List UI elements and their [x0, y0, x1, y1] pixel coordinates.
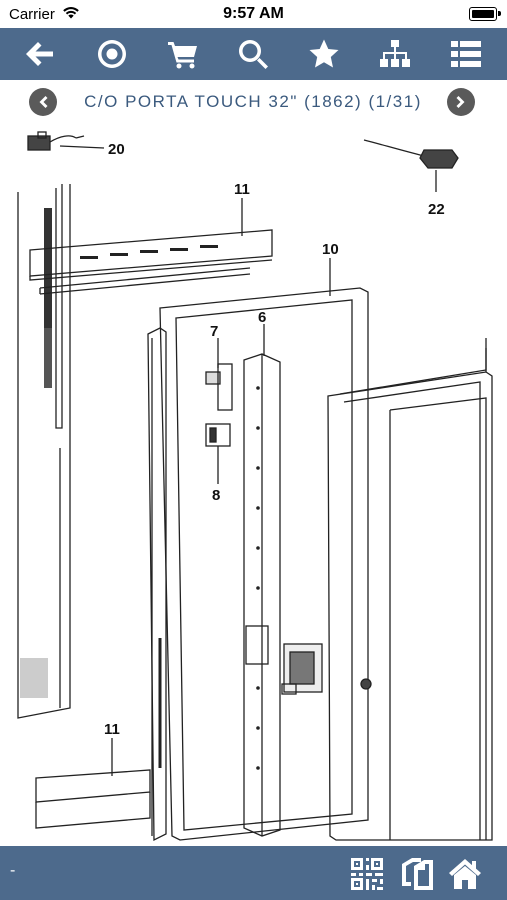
- favorites-button[interactable]: [304, 34, 344, 74]
- callout-6: 6: [258, 309, 266, 326]
- target-button[interactable]: [92, 34, 132, 74]
- chevron-right-icon: [456, 96, 465, 108]
- home-button[interactable]: [447, 856, 483, 892]
- part-20-connector[interactable]: [27, 131, 105, 151]
- callout-11-top: 11: [234, 181, 250, 198]
- part-6-lock-rail[interactable]: [243, 324, 281, 837]
- left-frame-panel: [17, 184, 71, 719]
- door-panel[interactable]: [327, 338, 493, 841]
- copy-icon: [402, 858, 433, 890]
- parts-diagram: 20 22 11 10 7 6 8 11: [17, 131, 493, 842]
- part-7-bracket[interactable]: [205, 338, 233, 411]
- callout-11-bottom: 11: [104, 721, 120, 738]
- page-title: C/O PORTA TOUCH 32" (1862) (1/31): [84, 92, 422, 111]
- callout-20: 20: [108, 141, 125, 158]
- part-11-bottom-bracket[interactable]: [35, 738, 151, 829]
- back-button[interactable]: [21, 34, 61, 74]
- bottom-left-text: -: [10, 862, 16, 879]
- back-arrow-icon: [26, 42, 54, 66]
- part-22-sensor[interactable]: [363, 139, 459, 192]
- part-8-bracket[interactable]: [205, 423, 231, 484]
- wifi-icon: [62, 5, 80, 23]
- carrier-label: Carrier: [9, 6, 55, 23]
- star-icon: [309, 39, 339, 68]
- previous-page-button[interactable]: [29, 88, 57, 116]
- search-button[interactable]: [233, 34, 273, 74]
- qr-code-icon: [351, 858, 383, 890]
- part-11-top-bracket[interactable]: [29, 198, 273, 295]
- sitemap-icon: [379, 40, 410, 67]
- main-toolbar: [0, 28, 507, 80]
- callout-7: 7: [210, 323, 218, 340]
- search-icon: [239, 40, 269, 69]
- callout-10: 10: [322, 241, 339, 258]
- status-bar: Carrier 9:57 AM: [0, 0, 507, 28]
- exploded-parts-drawing[interactable]: 20 22 11 10 7 6 8 11: [0, 128, 507, 846]
- clock: 9:57 AM: [223, 5, 284, 22]
- callout-22: 22: [428, 201, 445, 218]
- chevron-left-icon: [39, 96, 48, 108]
- copy-pages-button[interactable]: [399, 856, 435, 892]
- lock-mechanism[interactable]: [281, 643, 323, 695]
- list-icon: [450, 41, 481, 67]
- home-icon: [449, 859, 481, 889]
- cart-icon: [167, 42, 197, 69]
- qr-code-button[interactable]: [349, 856, 385, 892]
- cart-button[interactable]: [163, 34, 203, 74]
- callout-8: 8: [212, 487, 220, 504]
- list-button[interactable]: [446, 34, 486, 74]
- page-navigation: C/O PORTA TOUCH 32" (1862) (1/31): [0, 80, 507, 124]
- next-page-button[interactable]: [447, 88, 475, 116]
- hinge-rail: [147, 327, 167, 842]
- part-10-outer-frame[interactable]: [159, 258, 369, 841]
- bottom-toolbar: -: [0, 846, 507, 900]
- sitemap-button[interactable]: [375, 34, 415, 74]
- battery-icon: [469, 7, 501, 21]
- target-icon: [98, 40, 127, 68]
